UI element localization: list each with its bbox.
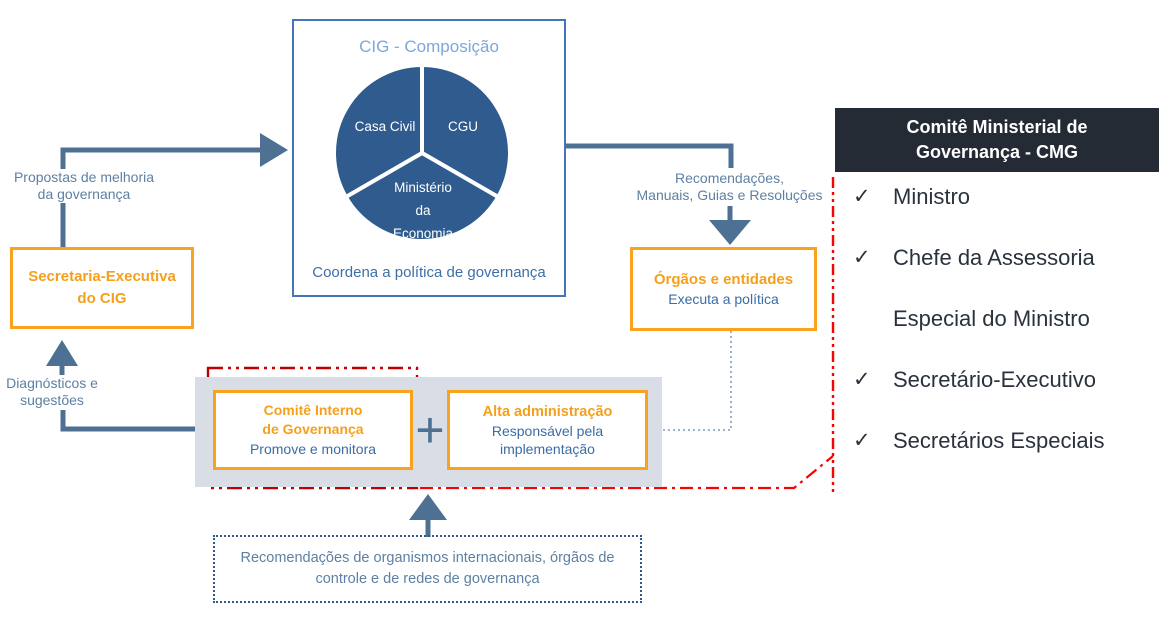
check-icon: ✓ [853, 185, 871, 208]
cig-caption: Coordena a política de governança [312, 264, 546, 281]
check-icon: ✓ [853, 429, 871, 452]
dotted-connector-orgaos-to-panel [661, 331, 732, 431]
pie-segment-label-casa-civil: Casa Civil [354, 119, 416, 134]
comite-interno-box: Comitê Interno de Governança Promove e m… [213, 390, 413, 470]
comite-interno-title: Comitê Interno de Governança [262, 401, 364, 438]
check-icon: ✓ [853, 246, 871, 269]
arrow-down-into-orgaos [709, 206, 751, 245]
alta-administracao-subtitle: Responsável pela implementação [491, 422, 604, 458]
cmg-list-item: ✓ Secretários Especiais [853, 410, 1153, 471]
pie-wedge-casa-civil [332, 62, 424, 200]
cmg-item-label: Secretário-Executivo [893, 367, 1096, 392]
pie-segment-label-ministerio-economia: Ministério da Economia [392, 180, 454, 242]
cig-title: CIG - Composição [359, 37, 499, 56]
secretaria-executiva-label: Secretaria-Executiva do CIG [28, 268, 176, 307]
arrowhead-up-icon [46, 340, 78, 366]
recomendacoes-manuais-label: Recomendações, Manuais, Guias e Resoluçõ… [636, 170, 823, 204]
cmg-list-item: ✓ Chefe da Assessoria Especial do Minist… [853, 227, 1153, 349]
comite-interno-subtitle: Promove e monitora [249, 440, 377, 457]
recommendations-source-box: Recomendações de organismos internaciona… [213, 535, 642, 603]
check-icon: ✓ [853, 368, 871, 391]
secretaria-executiva-box: Secretaria-Executiva do CIG [10, 247, 194, 329]
orgaos-entidades-title: Órgãos e entidades [653, 270, 794, 288]
plus-icon: + [415, 402, 445, 458]
diagnosticos-sugestoes-label: Diagnósticos e sugestões [0, 375, 104, 410]
cmg-item-label: Chefe da Assessoria Especial do Ministro [893, 245, 1095, 331]
propostas-melhoria-label: Propostas de melhoria da governança [4, 169, 164, 204]
pie-wedge-ministerio [343, 150, 501, 243]
orgaos-entidades-subtitle: Executa a política [668, 290, 779, 307]
pie-segment-label-cgu: CGU [448, 119, 478, 134]
cmg-list-item: ✓ Ministro [853, 166, 1153, 227]
cig-composition-box: CIG - Composição Casa Civil CGU Ministér… [292, 19, 566, 297]
cig-pie-chart [332, 62, 512, 243]
cmg-item-label: Secretários Especiais [893, 428, 1105, 453]
arrowhead-up-icon [409, 494, 447, 520]
alta-administracao-box: Alta administração Responsável pela impl… [447, 390, 648, 470]
recommendations-source-text: Recomendações de organismos internaciona… [240, 549, 615, 587]
cmg-header: Comitê Ministerial de Governança - CMG [835, 108, 1159, 172]
arrowhead-right-icon [260, 133, 288, 167]
arrowhead-down-icon [709, 220, 751, 245]
orgaos-entidades-box: Órgãos e entidades Executa a política [630, 247, 817, 331]
connector-cig-to-recomendacoes [566, 143, 734, 168]
connector-diagnosticos-to-panel [60, 410, 196, 432]
arrow-up-from-dotted-box [409, 494, 447, 537]
red-callout-connector [420, 177, 835, 496]
cmg-member-list: ✓ Ministro ✓ Chefe da Assessoria Especia… [853, 166, 1153, 471]
cmg-item-label: Ministro [893, 184, 971, 209]
alta-administracao-title: Alta administração [482, 403, 613, 420]
cmg-list-item: ✓ Secretário-Executivo [853, 349, 1153, 410]
arrow-propostas-to-cig [60, 133, 288, 247]
